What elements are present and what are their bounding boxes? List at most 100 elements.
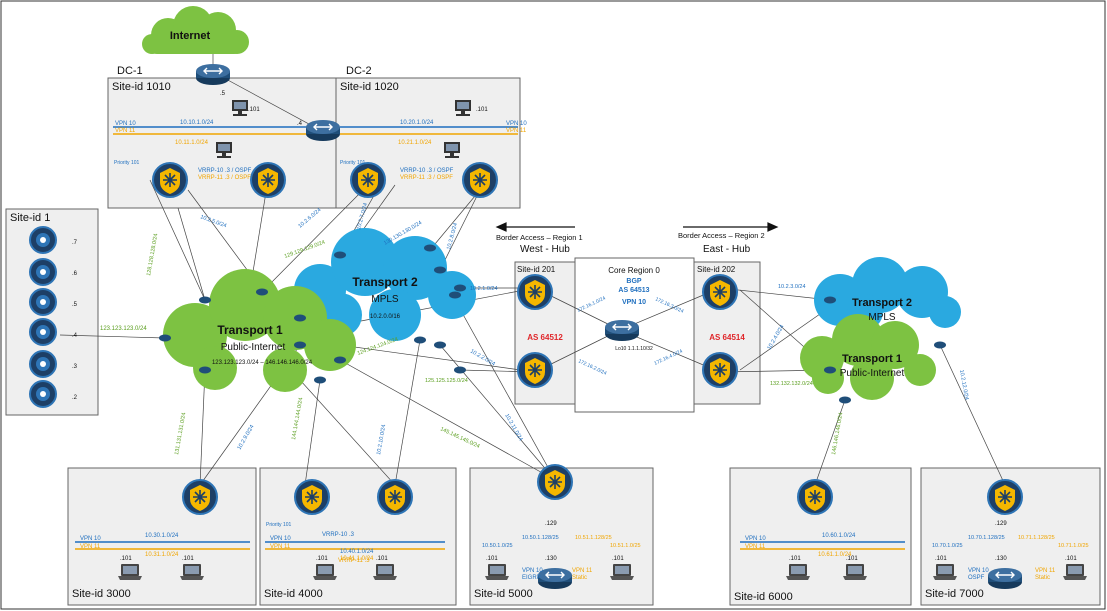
- core-vpn10-label: VPN 10: [622, 299, 646, 306]
- transport-net-n16: 10.2.9.0/24: [237, 424, 256, 451]
- dc2-priority: Priority 101: [340, 160, 366, 166]
- site-1-edge-6: [29, 380, 57, 408]
- dc1-vrrp11: VRRP-11 .3 / OSPF: [198, 175, 251, 181]
- branch-host-101-8: .101: [846, 556, 858, 562]
- s4000-vpn11: VPN 11: [270, 544, 291, 550]
- s3000-vpn11: VPN 11: [80, 544, 101, 550]
- branch-host-101-5: .101: [486, 556, 498, 562]
- dc-2-label: DC-2: [346, 65, 372, 77]
- sd-wan-edge-9: [182, 479, 218, 515]
- dc2-host-101: .101: [476, 107, 488, 113]
- transport-2-range: 10.2.0.0/16: [370, 314, 401, 320]
- transport-net-n14: 144.144.144.0/24: [291, 397, 304, 440]
- branch-laptop-3: [313, 564, 337, 580]
- transport-router-3: [334, 251, 346, 259]
- site-1020-label: Site-id 1020: [340, 81, 399, 93]
- label-s6000: Site-id 6000: [734, 591, 793, 603]
- link-line: [212, 71, 321, 131]
- label-s3000: Site-id 3000: [72, 588, 131, 600]
- sd-wan-edge-7: [702, 274, 738, 310]
- s4000-vrrp11: VRRP-11 .3: [338, 558, 370, 564]
- link-line: [719, 287, 831, 301]
- transport-net-n13: 131.131.131.0/24: [174, 412, 187, 455]
- s7000-net-c: 10.71.1.128/25: [1018, 535, 1055, 541]
- sd-wan-edge-13: [797, 479, 833, 515]
- transport-net-n7: 128.128.128.0/24: [146, 233, 159, 276]
- link-line: [339, 344, 536, 373]
- s5000-net-c: 10.51.1.128/25: [575, 535, 612, 541]
- west-hub-label: West - Hub: [520, 244, 570, 255]
- s5000-dot130: .130: [545, 556, 557, 562]
- net-201b: 172.16.2.0/24: [577, 358, 607, 376]
- dc1-net10: 10.10.1.0/24: [180, 120, 214, 126]
- branch-laptop-8: [843, 564, 867, 580]
- branch-laptop-9: [933, 564, 957, 580]
- label-s4000: Site-id 4000: [264, 588, 323, 600]
- site-1-edge-2: [29, 258, 57, 286]
- sd-wan-edge-8: [702, 352, 738, 388]
- dc-router-dot4: .4: [297, 121, 303, 127]
- branch-laptop-10: [1063, 564, 1087, 580]
- s5000-vpn10: VPN 10: [522, 568, 543, 574]
- s7000-net-b: 10.70.1.128/25: [968, 535, 1005, 541]
- transport-router-7: [424, 244, 436, 252]
- transport-1-range: 123.123.123.0/24 – 146.146.146.0/24: [212, 360, 313, 366]
- bgp-label: BGP: [626, 278, 642, 285]
- dc2-vrrp10: VRRP-10 .3 / OSPF: [400, 168, 454, 174]
- east-hub-label: East - Hub: [703, 244, 751, 255]
- sd-wan-edge-12: [537, 464, 573, 500]
- transport-net-n17: 10.2.10.0/24: [376, 424, 387, 455]
- branch-laptop-7: [786, 564, 810, 580]
- site-1-link-2: .6: [72, 271, 78, 277]
- site-6000-box: [729, 467, 912, 606]
- link-line: [454, 299, 556, 481]
- site-7000-router: [987, 567, 1023, 590]
- core-loopback-label: Lo10 1.1.1.10/32: [615, 346, 653, 352]
- transport-1-subtitle: Public-Internet: [221, 342, 286, 353]
- label-s7000: Site-id 7000: [925, 588, 984, 600]
- site-1-link-6: .2: [72, 395, 78, 401]
- site-201-label: Site-id 201: [517, 265, 556, 274]
- site-202-label: Site-id 202: [697, 265, 736, 274]
- branch-host-101-7: .101: [789, 556, 801, 562]
- s4000-net11: 10.41.1.0/24: [340, 556, 374, 562]
- sd-wan-edge-10: [294, 479, 330, 515]
- s3000-net10: 10.30.1.0/24: [145, 533, 179, 539]
- dc-core-router: [305, 119, 341, 142]
- s6000-net11: 10.61.1.0/24: [818, 552, 852, 558]
- site-1-uplink: 123.123.123.0/24: [100, 326, 147, 332]
- branch-laptop-2: [180, 564, 204, 580]
- border-arrows: [495, 222, 779, 232]
- transport-router-14: [414, 336, 426, 344]
- transport-2-title: Transport 2: [352, 275, 418, 289]
- s3000-net11: 10.31.1.0/24: [145, 552, 179, 558]
- branch-host-101-9: .101: [935, 556, 947, 562]
- net-202b: 172.16.4.0/24: [653, 348, 683, 366]
- core-region-box: [574, 257, 695, 413]
- transport-net-n21: 132.132.132.0/24: [770, 381, 813, 387]
- transport-net-n12: 124.124.124.0/24: [357, 337, 399, 357]
- link-line: [429, 189, 481, 251]
- s6000-vpn11: VPN 11: [745, 544, 766, 550]
- transport-router-2: [256, 288, 268, 296]
- transport-net-n22: 10.2.4.0/24: [767, 324, 786, 351]
- s4000-vpn10: VPN 10: [270, 536, 291, 542]
- site-1-edge-1: [29, 226, 57, 254]
- label-s5000: Site-id 5000: [474, 588, 533, 600]
- east-transport-1-title: Transport 1: [842, 353, 902, 365]
- site-3000-box: [67, 467, 257, 606]
- transport-router-1: [199, 296, 211, 304]
- link-line: [261, 184, 369, 293]
- branch-laptop-6: [610, 564, 634, 580]
- transport-net-n2: 10.2.6.0/24: [297, 207, 322, 229]
- site-1-link-4: .4: [72, 333, 78, 339]
- transport-router-12: [294, 341, 306, 349]
- sd-wan-edge-6: [517, 352, 553, 388]
- s7000-vpn11: VPN 11: [1035, 568, 1056, 574]
- s5000-net-d: 10.51.1.0/25: [610, 543, 641, 549]
- s6000-vpn10: VPN 10: [745, 536, 766, 542]
- s4000-priority: Priority 101: [266, 522, 292, 528]
- dc-1-label: DC-1: [117, 65, 143, 77]
